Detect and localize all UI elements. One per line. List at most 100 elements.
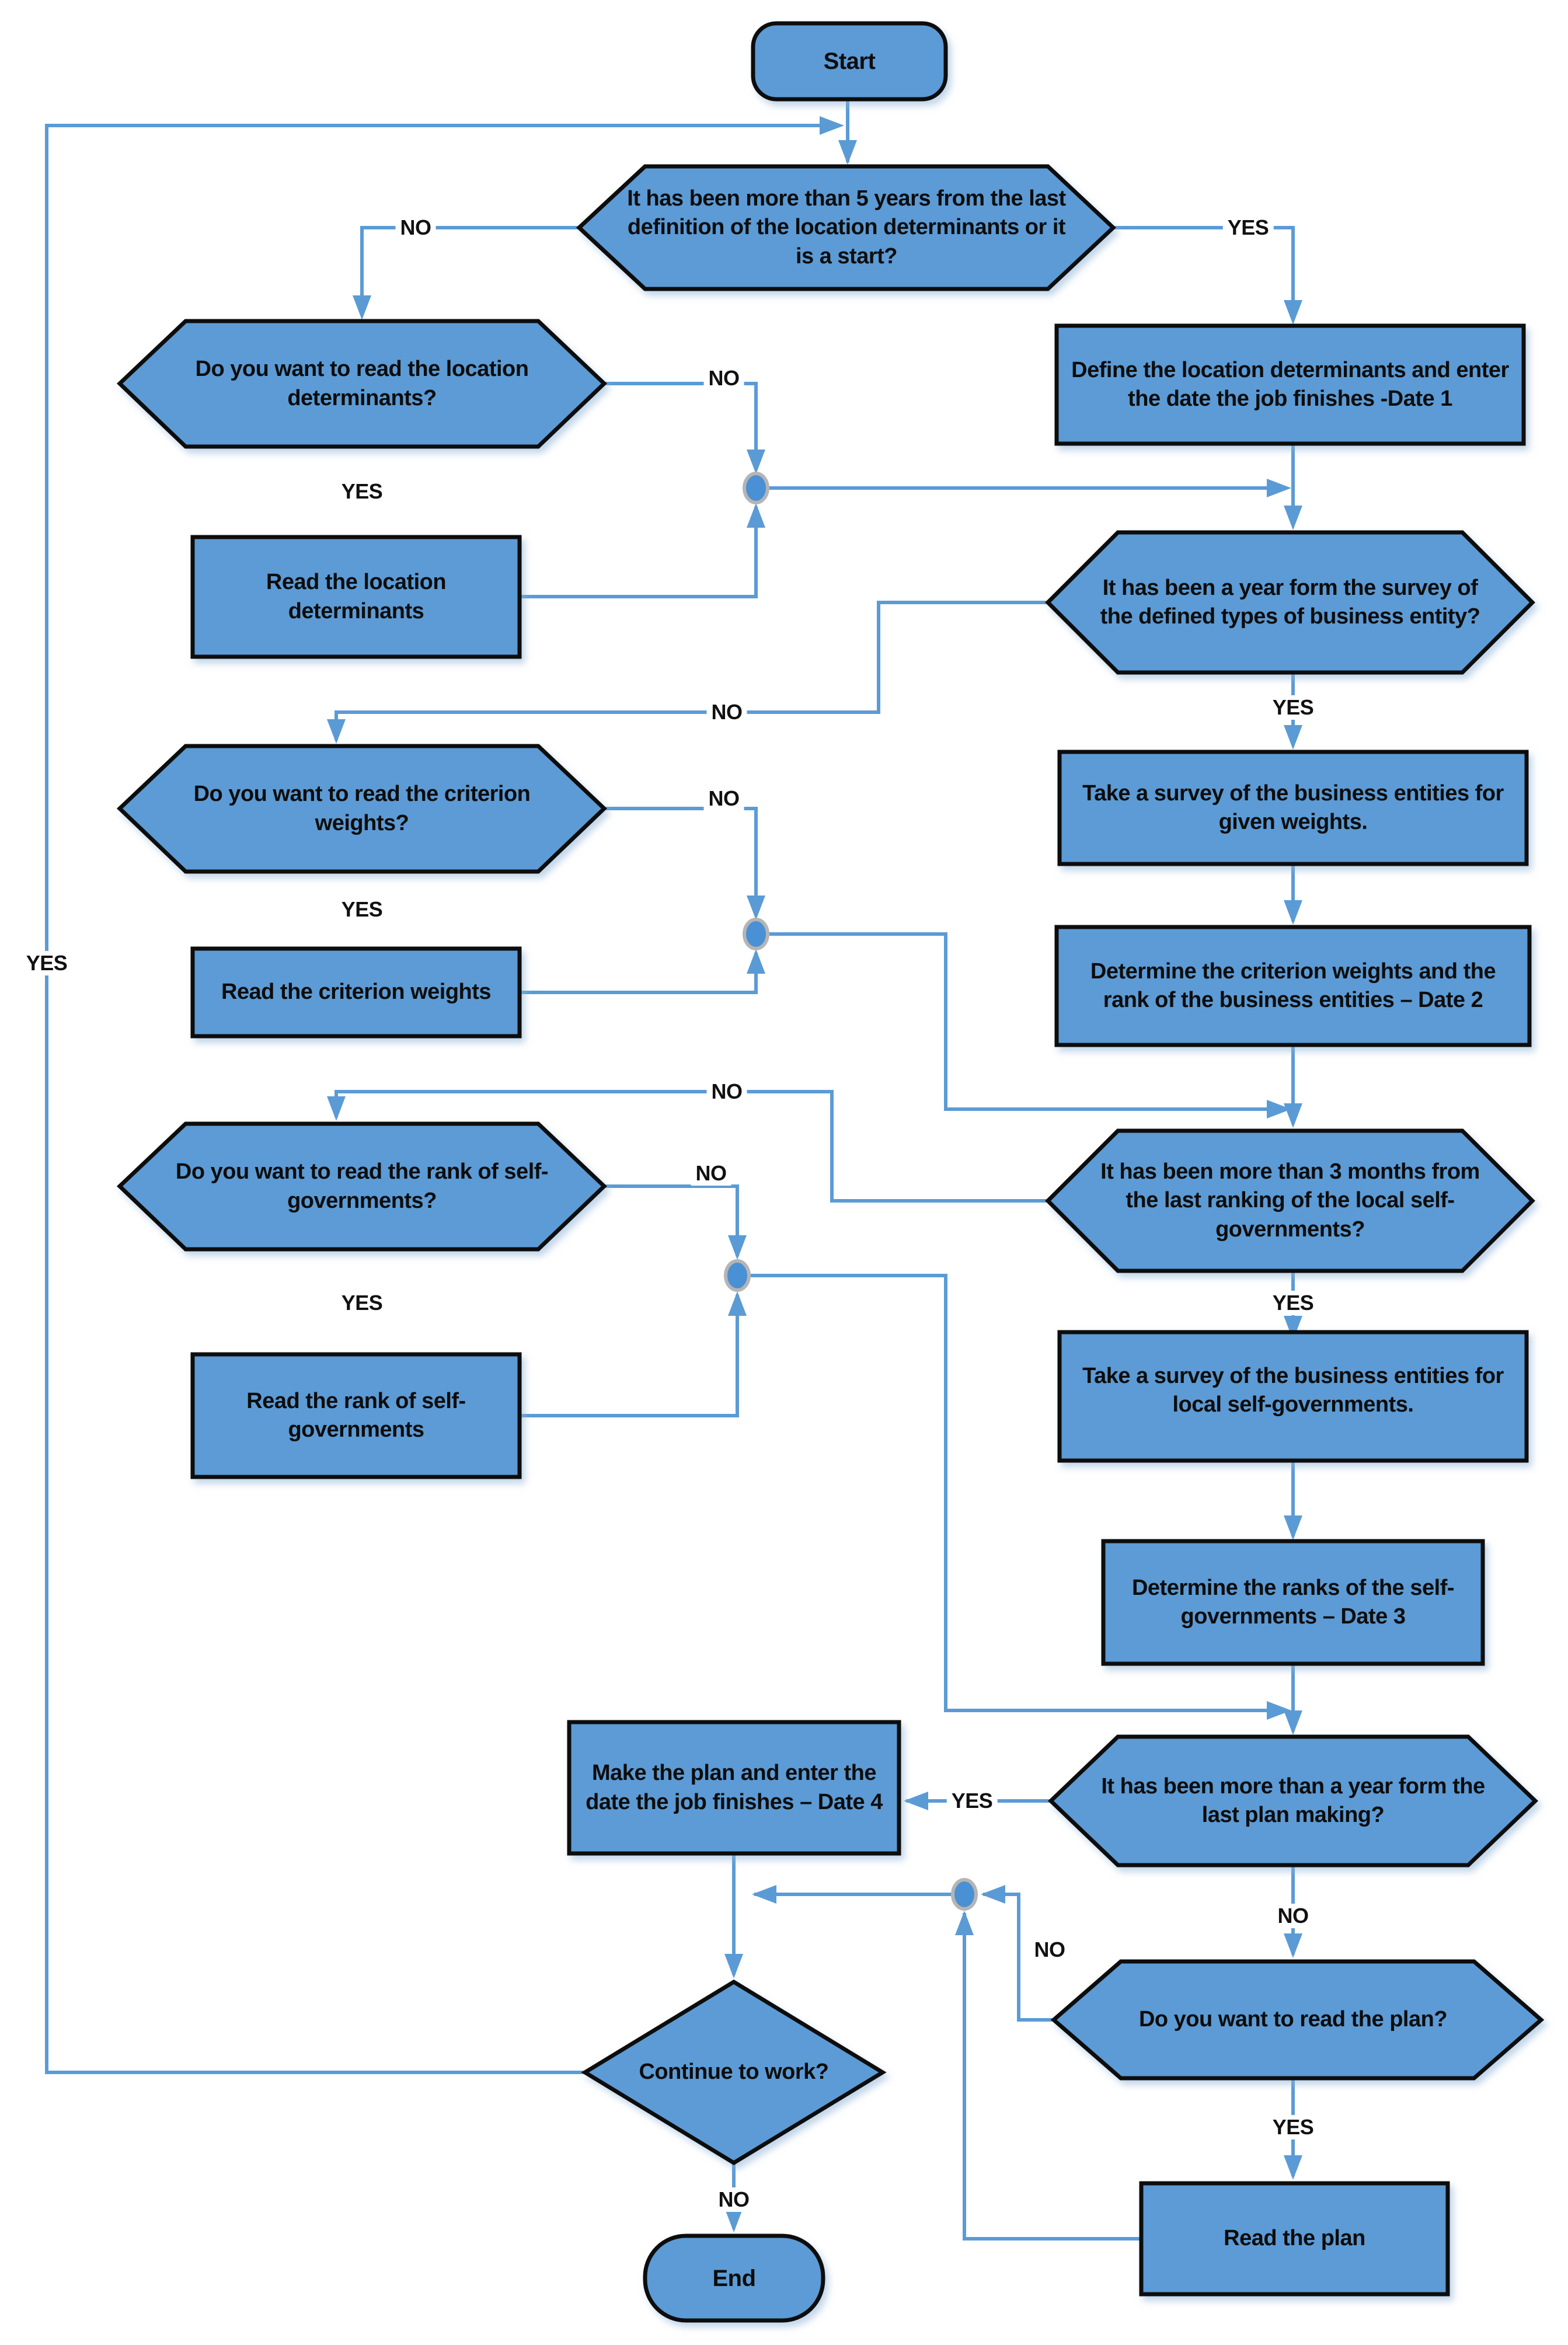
determine-ranks-shape — [1101, 1539, 1485, 1666]
edge-label-continue-yes: YES — [21, 951, 72, 975]
survey-selfgov-label: Take a survey of the business entities f… — [1082, 1363, 1504, 1417]
end-node-shape — [643, 2234, 825, 2323]
determine-weights-shape — [1054, 925, 1532, 1047]
make-plan-label: Make the plan and enter the date the job… — [586, 1761, 883, 1814]
make-plan-shape — [567, 1720, 901, 1856]
edge-read-weights-out — [520, 953, 758, 994]
edge-label-three-months-no: NO — [706, 1079, 747, 1104]
arrowhead-into-define — [1284, 300, 1302, 325]
edge-read-rank-no — [604, 1184, 739, 1256]
arrowhead-into-read-determinants-q — [353, 295, 371, 320]
survey-selfgov-shape — [1057, 1330, 1529, 1463]
junction-dot-1 — [743, 472, 769, 504]
edge-label-read-weights-no: NO — [703, 786, 744, 811]
read-weights-decision-shape — [116, 744, 608, 874]
arrowhead-into-five-years — [838, 140, 857, 165]
edge-read-plan-out — [963, 1913, 1141, 2241]
arrowhead-loop-merge — [820, 116, 844, 135]
arrowhead-into-survey1 — [1284, 725, 1302, 750]
arrowhead-up-into-junction1 — [747, 503, 765, 528]
connector-lines — [45, 99, 1295, 2241]
read-determinants-decision-shape — [116, 319, 608, 449]
edge-label-read-determinants-yes: YES — [336, 479, 388, 504]
edge-label-read-plan-yes: YES — [1267, 2115, 1319, 2140]
read-rank-shape — [190, 1352, 522, 1479]
edge-label-five-years-no: NO — [395, 215, 436, 240]
edge-junction2-out — [769, 932, 1284, 1111]
edge-label-five-years-yes: YES — [1222, 215, 1274, 240]
arrowhead-into-read-weights-q — [327, 719, 346, 744]
arrowhead-into-determine2 — [1284, 900, 1302, 925]
year-survey-decision-shape — [1045, 530, 1535, 675]
end-node-label: End — [712, 2265, 756, 2291]
edge-continue-yes-loop — [45, 124, 835, 2074]
year-survey-decision-label: It has been a year form the survey of th… — [1100, 575, 1480, 629]
five-years-decision-shape — [576, 164, 1117, 291]
continue-decision-label: Continue to work? — [639, 2060, 829, 2085]
read-rank-decision-shape — [116, 1121, 608, 1252]
three-months-decision-label: It has been more than 3 months from the … — [1100, 1159, 1480, 1242]
edge-label-read-weights-yes: YES — [336, 897, 388, 922]
read-plan-shape — [1139, 2181, 1450, 2297]
arrowhead-no-into-junction2 — [747, 896, 765, 920]
start-node-label: Start — [823, 48, 876, 74]
edge-read-determinants-out — [520, 507, 758, 598]
determine-weights-label: Determine the criterion weights and the … — [1090, 959, 1496, 1012]
read-determinants-label: Read the location determinants — [266, 570, 447, 623]
edge-label-year-survey-no: NO — [706, 700, 747, 724]
plan-year-decision-shape — [1047, 1734, 1539, 1867]
junction-dot-2 — [743, 918, 769, 950]
read-plan-decision-label: Do you want to read the plan? — [1138, 2007, 1448, 2032]
arrowhead-no-into-junction1 — [747, 450, 765, 474]
edge-five-years-no — [360, 226, 579, 314]
arrowhead-no-into-junction4 — [981, 1885, 1005, 1904]
read-weights-decision-label: Do you want to read the criterion weight… — [193, 782, 531, 835]
edge-label-year-survey-yes: YES — [1267, 695, 1319, 720]
arrowhead-into-year-survey — [1284, 506, 1302, 530]
junction-dot-4 — [951, 1878, 978, 1911]
continue-decision-shape — [581, 1979, 887, 2166]
plan-year-decision-label: It has been more than a year form the la… — [1101, 1773, 1485, 1827]
arrowhead-into-read-plan — [1284, 2155, 1302, 2180]
edge-label-read-plan-no: NO — [1029, 1938, 1070, 1962]
read-weights-shape — [190, 946, 522, 1039]
edge-read-rank-out — [520, 1295, 739, 1417]
arrowhead-into-make-plan — [904, 1792, 928, 1810]
survey-weights-shape — [1057, 750, 1529, 866]
arrowhead-junction3-merge — [1267, 1701, 1291, 1720]
define-determinants-label: Define the location determinants and ent… — [1071, 357, 1509, 411]
arrowhead-into-survey2 — [1284, 1316, 1302, 1340]
edge-read-weights-no — [604, 807, 758, 915]
read-plan-decision-shape — [1050, 1959, 1545, 2081]
read-determinants-decision-label: Do you want to read the location determi… — [195, 357, 529, 410]
three-months-decision-shape — [1045, 1128, 1535, 1273]
edge-label-plan-year-no: NO — [1273, 1904, 1313, 1928]
arrowhead-junction1-merge — [1267, 479, 1291, 497]
edge-five-years-yes — [1113, 226, 1295, 319]
edge-label-read-rank-no: NO — [691, 1161, 731, 1186]
survey-weights-label: Take a survey of the business entities f… — [1082, 780, 1504, 834]
edge-label-read-rank-yes: YES — [336, 1291, 388, 1315]
arrowhead-into-read-plan-q — [1284, 1933, 1302, 1958]
edge-label-read-determinants-no: NO — [703, 366, 744, 391]
read-rank-label: Read the rank of self-governments — [246, 1388, 466, 1442]
arrowhead-into-read-rank-q — [327, 1096, 346, 1121]
arrowhead-junction4-merge — [752, 1885, 776, 1904]
arrowhead-into-continue — [724, 1954, 743, 1978]
read-plan-label: Read the plan — [1224, 2226, 1365, 2251]
arrowhead-into-three-months — [1284, 1103, 1302, 1128]
arrowhead-up-into-junction4 — [955, 1911, 974, 1935]
arrowhead-into-end — [724, 2208, 743, 2232]
read-weights-label: Read the criterion weights — [221, 980, 492, 1005]
read-determinants-shape — [190, 535, 522, 659]
determine-ranks-label: Determine the ranks of the self-governme… — [1131, 1575, 1455, 1629]
arrowhead-no-into-junction3 — [728, 1235, 747, 1260]
edge-junction3-out — [750, 1274, 1284, 1712]
arrowhead-junction2-merge — [1267, 1100, 1291, 1119]
read-rank-decision-label: Do you want to read the rank of self-gov… — [175, 1159, 549, 1213]
edge-read-determinants-no — [604, 382, 758, 469]
arrowhead-into-determine3 — [1284, 1515, 1302, 1540]
start-node-shape — [751, 21, 948, 102]
